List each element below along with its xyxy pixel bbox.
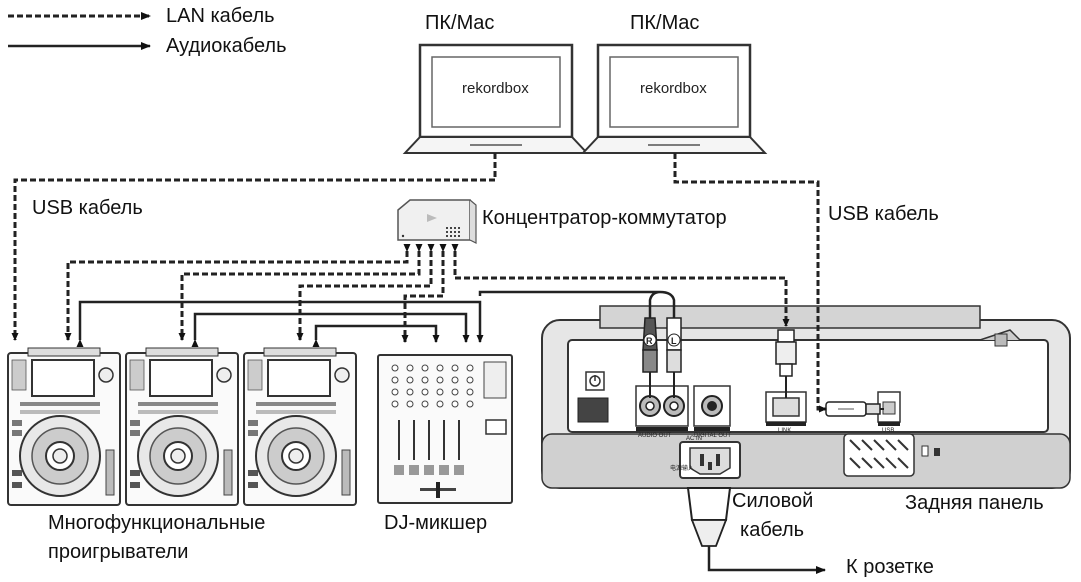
lan-hub-mixer [405, 251, 443, 342]
rekordbox-screen-right: rekordbox [640, 80, 707, 97]
outlet-label: К розетке [846, 556, 934, 578]
usb-port-label: USB [882, 428, 894, 434]
power-cable-line [709, 566, 825, 570]
audio-player3-mixer [316, 326, 436, 342]
audio-out-label: AUDIO OUT [638, 433, 672, 439]
plug-l-label: L [671, 336, 677, 346]
switching-hub-icon [398, 200, 476, 243]
audio-player1-mixer [80, 302, 480, 342]
link-label: LINK [778, 428, 791, 434]
ac-in-label: AC IN [686, 436, 702, 442]
laptop-left-icon [405, 45, 587, 153]
dj-player-3-icon [244, 348, 356, 505]
power-plug-icon [688, 488, 730, 566]
dj-player-2-icon [126, 348, 238, 505]
dj-mixer-icon [378, 355, 512, 503]
rear-panel-label: Задняя панель [905, 492, 1044, 514]
power-cable-label-line2: кабель [740, 519, 804, 541]
power-cable-label-line1: Силовой [732, 490, 813, 512]
rekordbox-screen-left: rekordbox [462, 80, 529, 97]
players-label-line2: проигрыватели [48, 541, 188, 563]
audio-legend-label: Аудиокабель [166, 35, 287, 57]
lan-legend-label: LAN кабель [166, 5, 275, 27]
audio-player2-mixer [195, 314, 466, 342]
rear-panel-unit-icon [542, 306, 1070, 488]
usb-cable-right-label: USB кабель [828, 203, 939, 225]
players-label-line1: Многофункциональные [48, 512, 265, 534]
pc-left-label: ПК/Mac [425, 12, 494, 34]
dj-player-1-icon [8, 348, 120, 505]
hub-label: Концентратор-коммутатор [482, 207, 727, 229]
usb-plug-icon [826, 402, 884, 416]
mixer-label: DJ-микшер [384, 512, 487, 534]
usb-cable-left-label: USB кабель [32, 197, 143, 219]
usb-cable-left [15, 153, 495, 340]
laptop-right-icon [583, 45, 765, 153]
plug-r-label: R [646, 336, 653, 346]
ac-in-cn-label: 电源输入 [670, 464, 694, 472]
pc-right-label: ПК/Mac [630, 12, 699, 34]
legend [8, 16, 150, 46]
